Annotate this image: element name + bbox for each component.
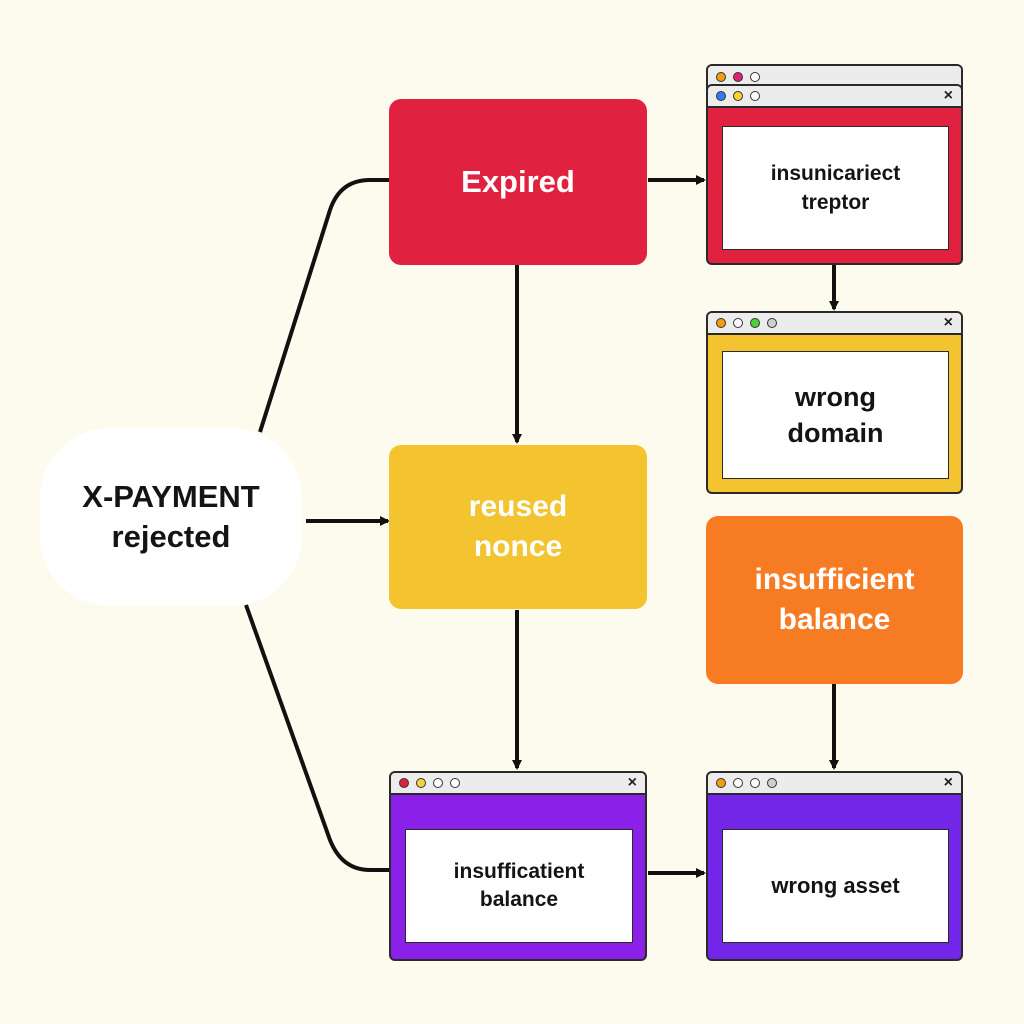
dot-icon (750, 778, 760, 788)
close-icon[interactable]: × (627, 774, 637, 791)
window-insufficatient: × insufficatient balance (389, 771, 647, 961)
dot-icon (716, 72, 726, 82)
connector-start-to-insufficatient (244, 604, 390, 872)
dot-icon (399, 778, 409, 788)
expired-box: Expired (389, 99, 647, 265)
dot-icon (767, 778, 777, 788)
dot-icon (733, 72, 743, 82)
window-insufficatient-body: insufficatient balance (405, 829, 633, 943)
dot-icon (716, 318, 726, 328)
window-wrong-domain: × wrong domain (706, 311, 963, 494)
dot-icon (750, 318, 760, 328)
window-wrong-asset-label: wrong asset (771, 873, 900, 898)
dot-icon (450, 778, 460, 788)
start-node-x-payment-rejected: X-PAYMENT rejected (40, 428, 302, 606)
window-wrong-domain-body: wrong domain (722, 351, 949, 479)
window-wrong-asset-body: wrong asset (722, 829, 949, 943)
dot-icon (416, 778, 426, 788)
dot-icon (767, 318, 777, 328)
insufficient-balance-label: insufficient balance (754, 563, 915, 636)
dot-icon (733, 318, 743, 328)
dot-icon (733, 778, 743, 788)
reused-nonce-box: reused nonce (389, 445, 647, 609)
window-insunicariect-label: insunicariect treptor (770, 162, 901, 214)
dot-icon (716, 778, 726, 788)
dot-icon (716, 91, 726, 101)
dot-icon (750, 91, 760, 101)
close-icon[interactable]: × (943, 87, 953, 104)
expired-label: Expired (461, 164, 575, 199)
window-wrong-asset: × wrong asset (706, 771, 963, 961)
close-icon[interactable]: × (943, 774, 953, 791)
window-insunicariect: × insunicariect treptor (706, 84, 963, 265)
window-wrong-domain-label: wrong domain (787, 382, 884, 448)
start-node-label: X-PAYMENT rejected (82, 479, 260, 554)
dot-icon (750, 72, 760, 82)
dot-icon (733, 91, 743, 101)
insufficient-balance-box: insufficient balance (706, 516, 963, 684)
reused-nonce-label: reused nonce (468, 490, 568, 563)
dot-icon (433, 778, 443, 788)
close-icon[interactable]: × (943, 314, 953, 331)
window-insufficatient-label: insufficatient balance (453, 860, 585, 911)
connector-start-to-expired (258, 178, 390, 433)
window-insunicariect-body: insunicariect treptor (722, 126, 949, 250)
